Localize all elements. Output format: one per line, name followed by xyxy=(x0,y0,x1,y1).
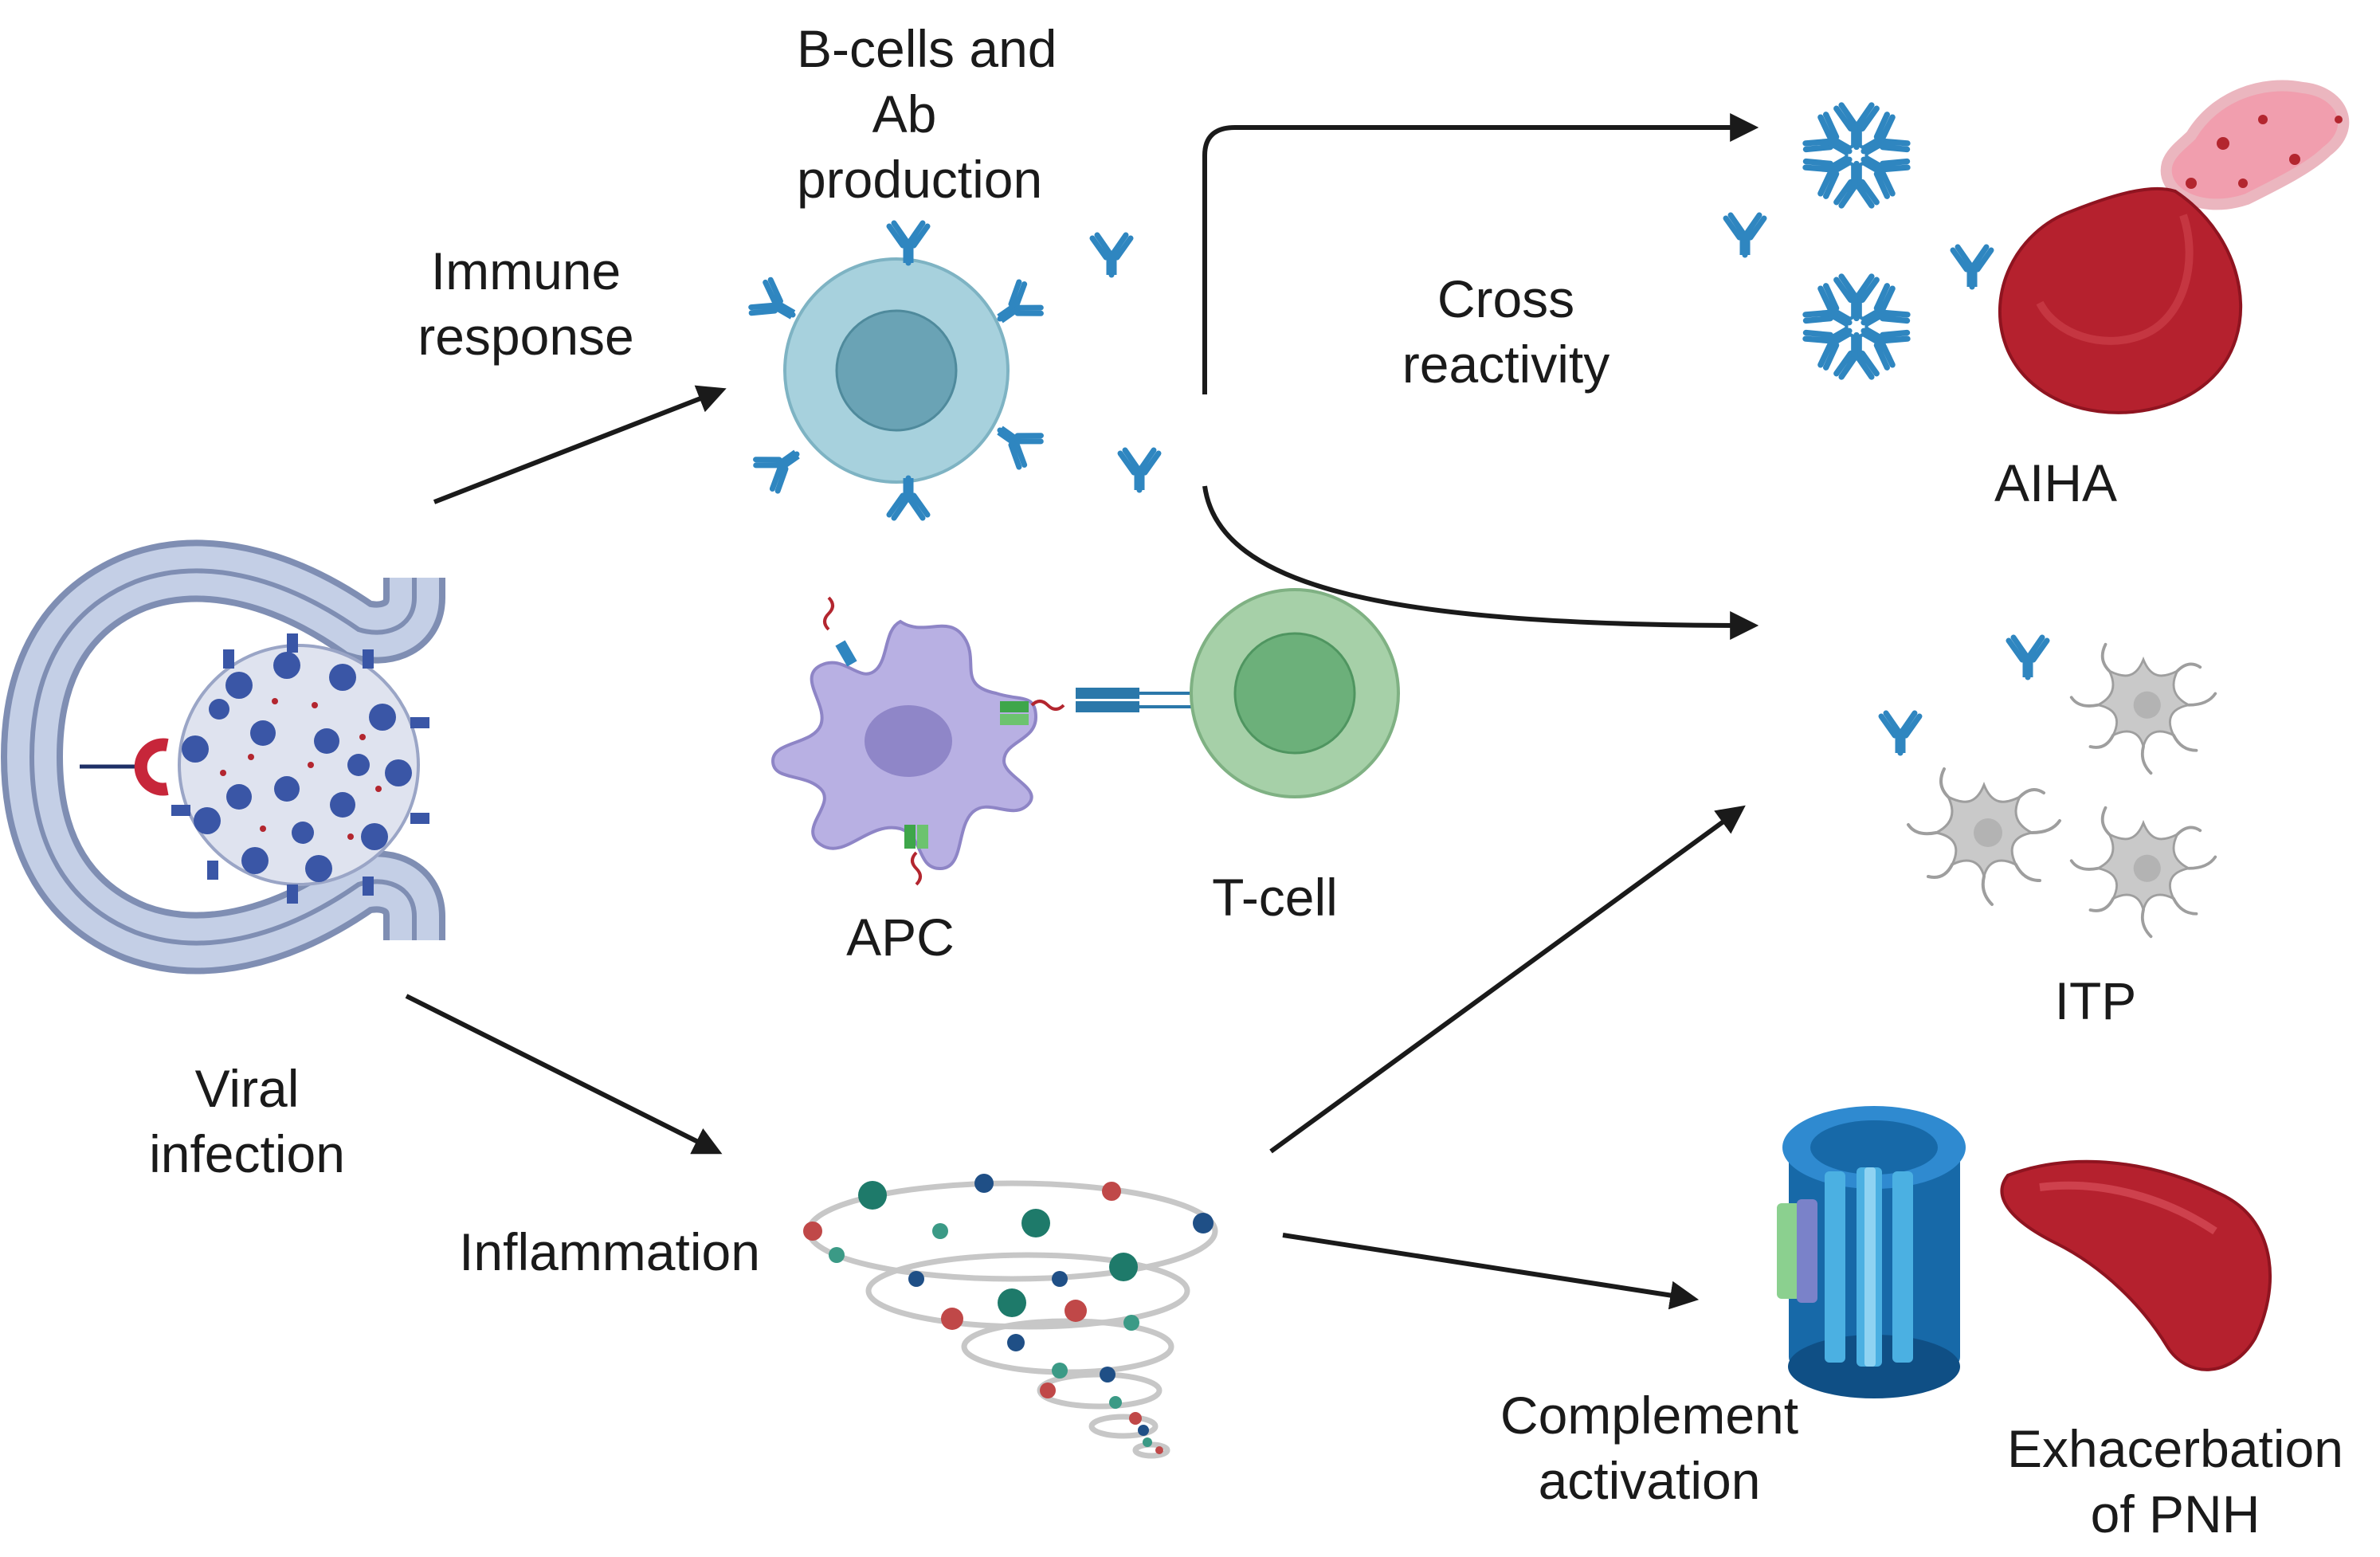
pnh-label-line: of PNH xyxy=(2090,1484,2260,1543)
apc-nucleus xyxy=(865,705,952,777)
b-cells-label-line: Ab xyxy=(872,84,937,143)
viral-infection-label-line: Viral xyxy=(194,1059,300,1118)
complement-activation-label: Complement activation xyxy=(1474,1382,1825,1513)
red-blood-cell xyxy=(1998,186,2243,414)
aiha-label: AIHA xyxy=(1994,453,2118,512)
b-cells-label-line: B-cells and xyxy=(797,19,1057,78)
inflammation-label: Inflammation xyxy=(459,1222,760,1281)
cross-reactivity-label-line: Cross xyxy=(1437,269,1575,328)
arrow-to-inflammation xyxy=(405,994,723,1155)
b-cells-label-line: production xyxy=(797,150,1043,209)
platelet-icon xyxy=(2069,806,2217,939)
cytokine-icon xyxy=(803,1174,1214,1454)
lysed-rbc xyxy=(2160,80,2350,210)
complement-activation-label-line: activation xyxy=(1538,1451,1761,1510)
cross-reactivity-label-line: reactivity xyxy=(1402,335,1610,394)
apc-label: APC xyxy=(846,908,955,967)
pnh-label: Exhacerbation of PNH xyxy=(1984,1416,2366,1547)
viral-infection-label: Viral infection xyxy=(120,1056,374,1186)
platelet-icon xyxy=(2069,642,2217,775)
t-cell-illustration xyxy=(1190,588,1400,798)
complement-illustration xyxy=(1777,1106,1966,1398)
arrows xyxy=(405,113,1759,1310)
arrow-to-aiha xyxy=(1202,113,1759,394)
b-cell-illustration xyxy=(749,223,1159,518)
itp-illustration xyxy=(1881,637,2217,939)
t-cell-label: T-cell xyxy=(1212,868,1338,927)
b-cells-label: B-cells and Ab production xyxy=(797,16,1057,212)
virus-icon xyxy=(171,633,429,904)
viral-infection-illustration xyxy=(0,539,445,975)
tcr-icon xyxy=(1076,688,1191,712)
inflammation-illustration xyxy=(803,1174,1218,1459)
aiha-illustration xyxy=(1726,80,2350,414)
immune-response-label: Immune response xyxy=(406,238,645,369)
arrow-to-itp-from-bcells xyxy=(1202,485,1759,640)
receptor-icon xyxy=(134,738,169,796)
pnh-illustration xyxy=(2000,1159,2272,1371)
arrow-to-itp-from-inflammation xyxy=(1269,805,1746,1154)
apc-illustration xyxy=(770,596,1065,886)
viral-infection-label-line: infection xyxy=(149,1124,345,1183)
antigen-icon xyxy=(823,596,1065,886)
t-cell-nucleus xyxy=(1233,632,1356,755)
red-blood-cell-pnh xyxy=(2000,1159,2272,1371)
arrow-to-immune-response xyxy=(433,385,727,504)
immune-response-label-line: response xyxy=(418,307,634,366)
platelet-icon xyxy=(1907,767,2061,906)
itp-label: ITP xyxy=(2054,971,2137,1030)
complement-activation-label-line: Complement xyxy=(1500,1386,1799,1445)
immune-response-label-line: Immune xyxy=(430,241,621,300)
pnh-label-line: Exhacerbation xyxy=(2007,1419,2343,1478)
arrow-to-complement xyxy=(1282,1233,1700,1310)
b-cell-nucleus xyxy=(835,309,958,432)
cross-reactivity-label: Cross reactivity xyxy=(1386,266,1625,397)
mhc-icon xyxy=(835,640,1029,849)
